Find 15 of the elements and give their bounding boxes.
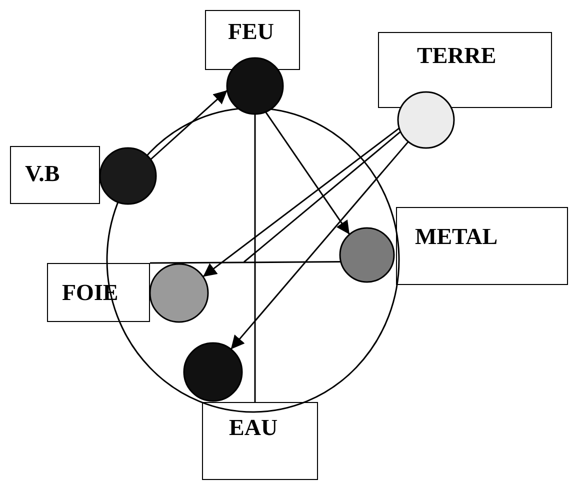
arrow	[150, 90, 228, 160]
element-box	[202, 402, 318, 480]
arrow	[230, 141, 409, 350]
connector-line	[254, 114, 256, 402]
element-box	[396, 207, 568, 285]
connector-line	[150, 261, 341, 264]
element-name: V.B	[25, 161, 60, 187]
element-box	[10, 146, 100, 204]
element-name: FEU	[228, 19, 274, 45]
arrow	[202, 128, 400, 278]
connector-line	[244, 131, 401, 263]
arrow	[264, 111, 350, 235]
element-name: METAL	[415, 224, 498, 250]
element-name: TERRE	[417, 43, 496, 69]
element-name: EAU	[229, 415, 278, 441]
